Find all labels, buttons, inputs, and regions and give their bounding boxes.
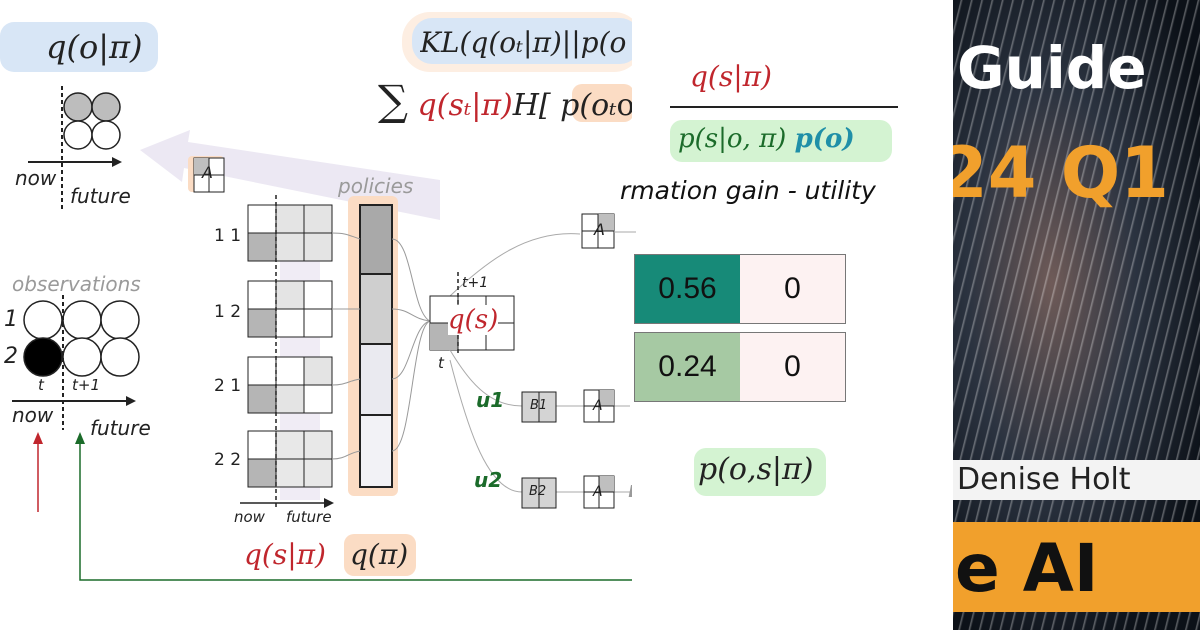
table-row-1: 0.56 0 bbox=[634, 254, 846, 324]
t1-label-node: t+1 bbox=[462, 275, 489, 291]
policy-22-label: 2 2 bbox=[214, 450, 242, 470]
a-label-branch-mid: A bbox=[593, 398, 603, 414]
top-left-diagram bbox=[28, 86, 122, 210]
frac-denominator-highlight bbox=[670, 120, 892, 162]
cover-bottom: e AI bbox=[955, 530, 1099, 607]
q-pi-label: q(π) bbox=[350, 538, 409, 571]
info-gain-label: rmation gain - utility bbox=[620, 176, 876, 205]
book-cover-image: Guide 24 Q1 Denise Holt e AI bbox=[953, 0, 1200, 630]
q-s-pi-bottom: q(s|π) bbox=[244, 538, 326, 571]
policy-matrices bbox=[240, 195, 431, 510]
b1-label: B1 bbox=[530, 398, 548, 413]
kl-highlight bbox=[412, 18, 640, 64]
sum-p: p(oₜ bbox=[560, 88, 617, 123]
cover-author: Denise Holt bbox=[957, 462, 1131, 497]
a-label-branch-bottom: A bbox=[593, 484, 603, 500]
value-table: 0.56 0 0.24 0 bbox=[634, 254, 846, 402]
table-cell-value-1: 0.56 bbox=[635, 255, 740, 323]
sum-highlight bbox=[572, 84, 634, 122]
table-cell-zero-2: 0 bbox=[740, 333, 845, 401]
now-label-top: now bbox=[15, 166, 57, 190]
policy-12-label: 1 2 bbox=[214, 302, 242, 322]
future-label-policy: future bbox=[286, 508, 332, 526]
sum-h: H[ bbox=[512, 88, 561, 123]
table-cell-zero-1: 0 bbox=[740, 255, 845, 323]
kl-formula: KL(q(oₜ|π)||p(o bbox=[420, 26, 627, 59]
frac-line bbox=[670, 106, 898, 108]
p-os-pi-label: p(o,s|π) bbox=[698, 452, 814, 487]
sum-formula: ∑ q(sₜ|π)H[ p(oₜog bbox=[378, 76, 654, 125]
u2-label: u2 bbox=[474, 468, 503, 492]
cover-author-band bbox=[953, 460, 1200, 500]
b2-label: B2 bbox=[529, 484, 547, 499]
frac-den-po: p(o) bbox=[794, 124, 855, 154]
future-label-top: future bbox=[70, 184, 131, 208]
now-label-policy: now bbox=[234, 508, 265, 526]
q-s-label: q(s) bbox=[448, 305, 499, 335]
cover-title-mid: 24 Q1 bbox=[953, 132, 1169, 214]
frac-numerator: q(s|π) bbox=[690, 60, 772, 93]
obs-row1: 1 bbox=[4, 307, 18, 332]
obs-row2: 2 bbox=[4, 344, 18, 369]
cover-title-top: Guide bbox=[957, 34, 1147, 102]
policy-11-label: 1 1 bbox=[214, 226, 242, 246]
a-label-branch-top: A bbox=[594, 220, 605, 239]
t-label-node: t bbox=[438, 354, 444, 372]
policy-21-label: 2 1 bbox=[214, 376, 242, 396]
future-label-obs: future bbox=[90, 416, 151, 440]
q-o-pi-label: q(o|π) bbox=[46, 28, 143, 66]
q-o-pi-highlight bbox=[0, 22, 158, 72]
sum-symbol: ∑ bbox=[378, 76, 408, 125]
a-connector bbox=[614, 231, 636, 233]
frac-denominator: p(s|o, π) p(o) bbox=[678, 124, 855, 154]
sum-q-st: q(sₜ|π) bbox=[417, 88, 513, 123]
now-label-obs: now bbox=[12, 403, 54, 427]
policies-label: policies bbox=[338, 174, 414, 198]
feedback-arrows bbox=[33, 432, 632, 581]
state-node-diagram bbox=[429, 213, 630, 509]
q-pi-highlight bbox=[344, 534, 416, 576]
observations-grid bbox=[12, 295, 140, 430]
cover-bottom-band bbox=[953, 522, 1200, 612]
t1-label-obs: t+1 bbox=[72, 376, 100, 394]
observations-label: observations bbox=[12, 272, 141, 296]
p-os-pi-highlight bbox=[694, 448, 826, 496]
a-label-top: A bbox=[202, 163, 213, 182]
frac-den-psop: p(s|o, π) bbox=[678, 124, 787, 154]
table-row-2: 0.24 0 bbox=[634, 332, 846, 402]
table-cell-value-2: 0.24 bbox=[635, 333, 740, 401]
a-box-top-grid bbox=[193, 157, 225, 193]
t-label-obs: t bbox=[38, 376, 44, 394]
u1-label: u1 bbox=[476, 388, 505, 412]
